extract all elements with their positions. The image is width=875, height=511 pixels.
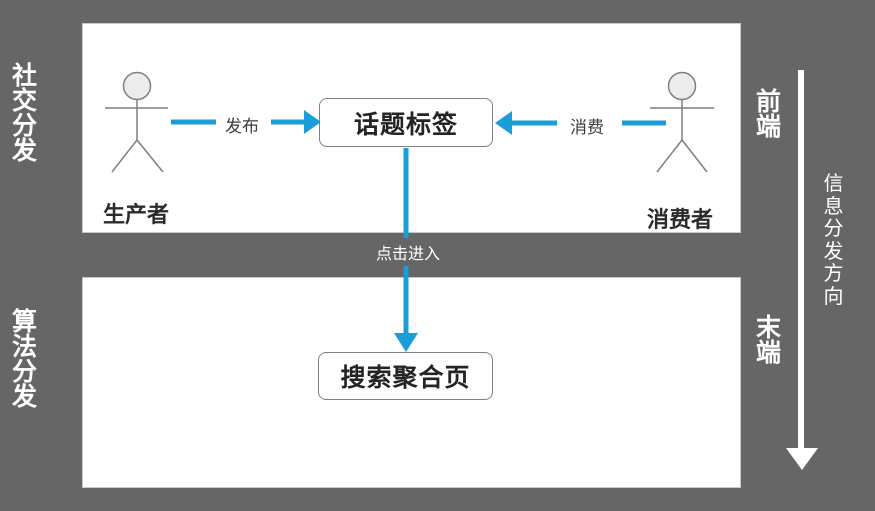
terminal-end-label: 末端 [755,314,781,367]
front-end-label: 前端 [755,88,781,141]
topic-tag-node: 话题标签 [319,98,493,147]
info-flow-direction-label: 信息分发方向 [823,173,844,308]
click-enter-edge-label: 点击进入 [363,238,453,266]
algorithm-distribution-label: 算法分发 [11,308,37,411]
down-arrow-icon [786,70,818,470]
consume-edge-label: 消费 [561,113,613,138]
publish-edge-label: 发布 [216,112,268,137]
consumer-label: 消费者 [646,207,713,232]
search-aggregation-node: 搜索聚合页 [318,352,493,400]
social-distribution-label: 社交分发 [11,62,37,165]
producer-label: 生产者 [102,202,169,227]
